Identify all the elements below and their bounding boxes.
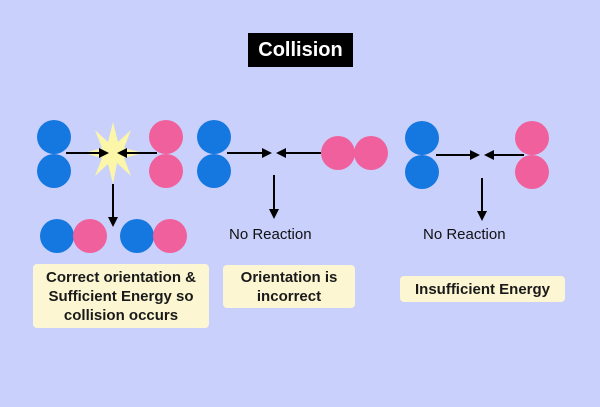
blue-atom: [40, 219, 74, 253]
caption-line: Orientation is: [240, 268, 338, 286]
scenario-2-reactants: [197, 120, 388, 219]
collision-burst-icon: [84, 122, 143, 184]
blue-atom: [37, 120, 71, 154]
scenario-3-result: No Reaction: [423, 226, 506, 243]
scenario-2-result: No Reaction: [229, 226, 312, 243]
pink-atom: [153, 219, 187, 253]
blue-atom: [197, 154, 231, 188]
blue-atom: [120, 219, 154, 253]
scenario-1-reactants: [37, 120, 183, 227]
caption-line: collision occurs: [63, 306, 179, 324]
scenario-1-products: [40, 219, 187, 253]
scenario-2-caption: Orientation is incorrect: [223, 265, 355, 308]
caption-line: Sufficient Energy so: [48, 287, 194, 305]
scenario-3-reactants: [405, 121, 549, 221]
blue-atom: [197, 120, 231, 154]
pink-atom: [354, 136, 388, 170]
diagram-title: Collision: [248, 33, 353, 67]
scenario-1-caption: Correct orientation & Sufficient Energy …: [33, 264, 209, 328]
pink-atom: [149, 120, 183, 154]
caption-line: Correct orientation &: [45, 268, 196, 286]
pink-atom: [515, 121, 549, 155]
pink-atom: [149, 154, 183, 188]
scenario-3-caption: Insufficient Energy: [400, 276, 565, 302]
pink-atom: [321, 136, 355, 170]
blue-atom: [405, 121, 439, 155]
blue-atom: [405, 155, 439, 189]
pink-atom: [73, 219, 107, 253]
blue-atom: [37, 154, 71, 188]
caption-line: incorrect: [256, 287, 322, 305]
caption-line: Insufficient Energy: [414, 280, 551, 298]
pink-atom: [515, 155, 549, 189]
